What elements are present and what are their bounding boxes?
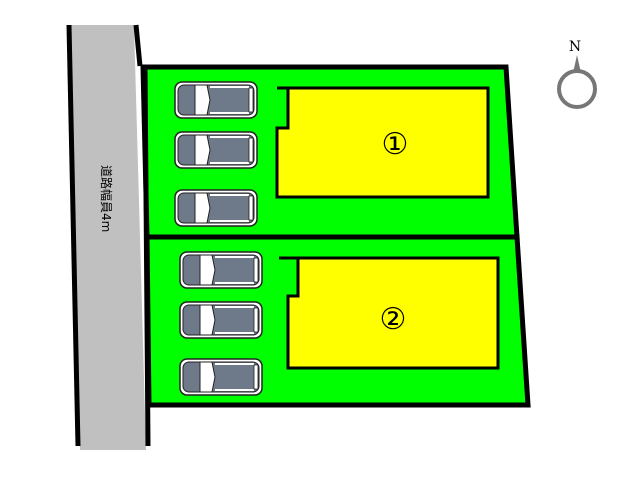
car-icon xyxy=(179,301,263,339)
car-icon xyxy=(179,358,263,396)
road-label: 道路幅員4m xyxy=(99,165,114,232)
lot-left-edge xyxy=(142,65,151,447)
car-icon xyxy=(179,251,263,289)
road-edge-right xyxy=(133,24,143,67)
lot-1-label: ① xyxy=(382,127,409,162)
car-icon xyxy=(174,131,258,169)
road xyxy=(70,25,146,450)
north-compass-icon: N xyxy=(557,39,597,109)
lot-2-label: ② xyxy=(380,302,407,337)
house-1 xyxy=(275,86,490,199)
car-icon xyxy=(174,81,258,119)
road-edge-left xyxy=(66,24,81,447)
compass-label: N xyxy=(569,39,581,55)
house-2 xyxy=(286,256,500,370)
car-icon xyxy=(174,189,258,227)
